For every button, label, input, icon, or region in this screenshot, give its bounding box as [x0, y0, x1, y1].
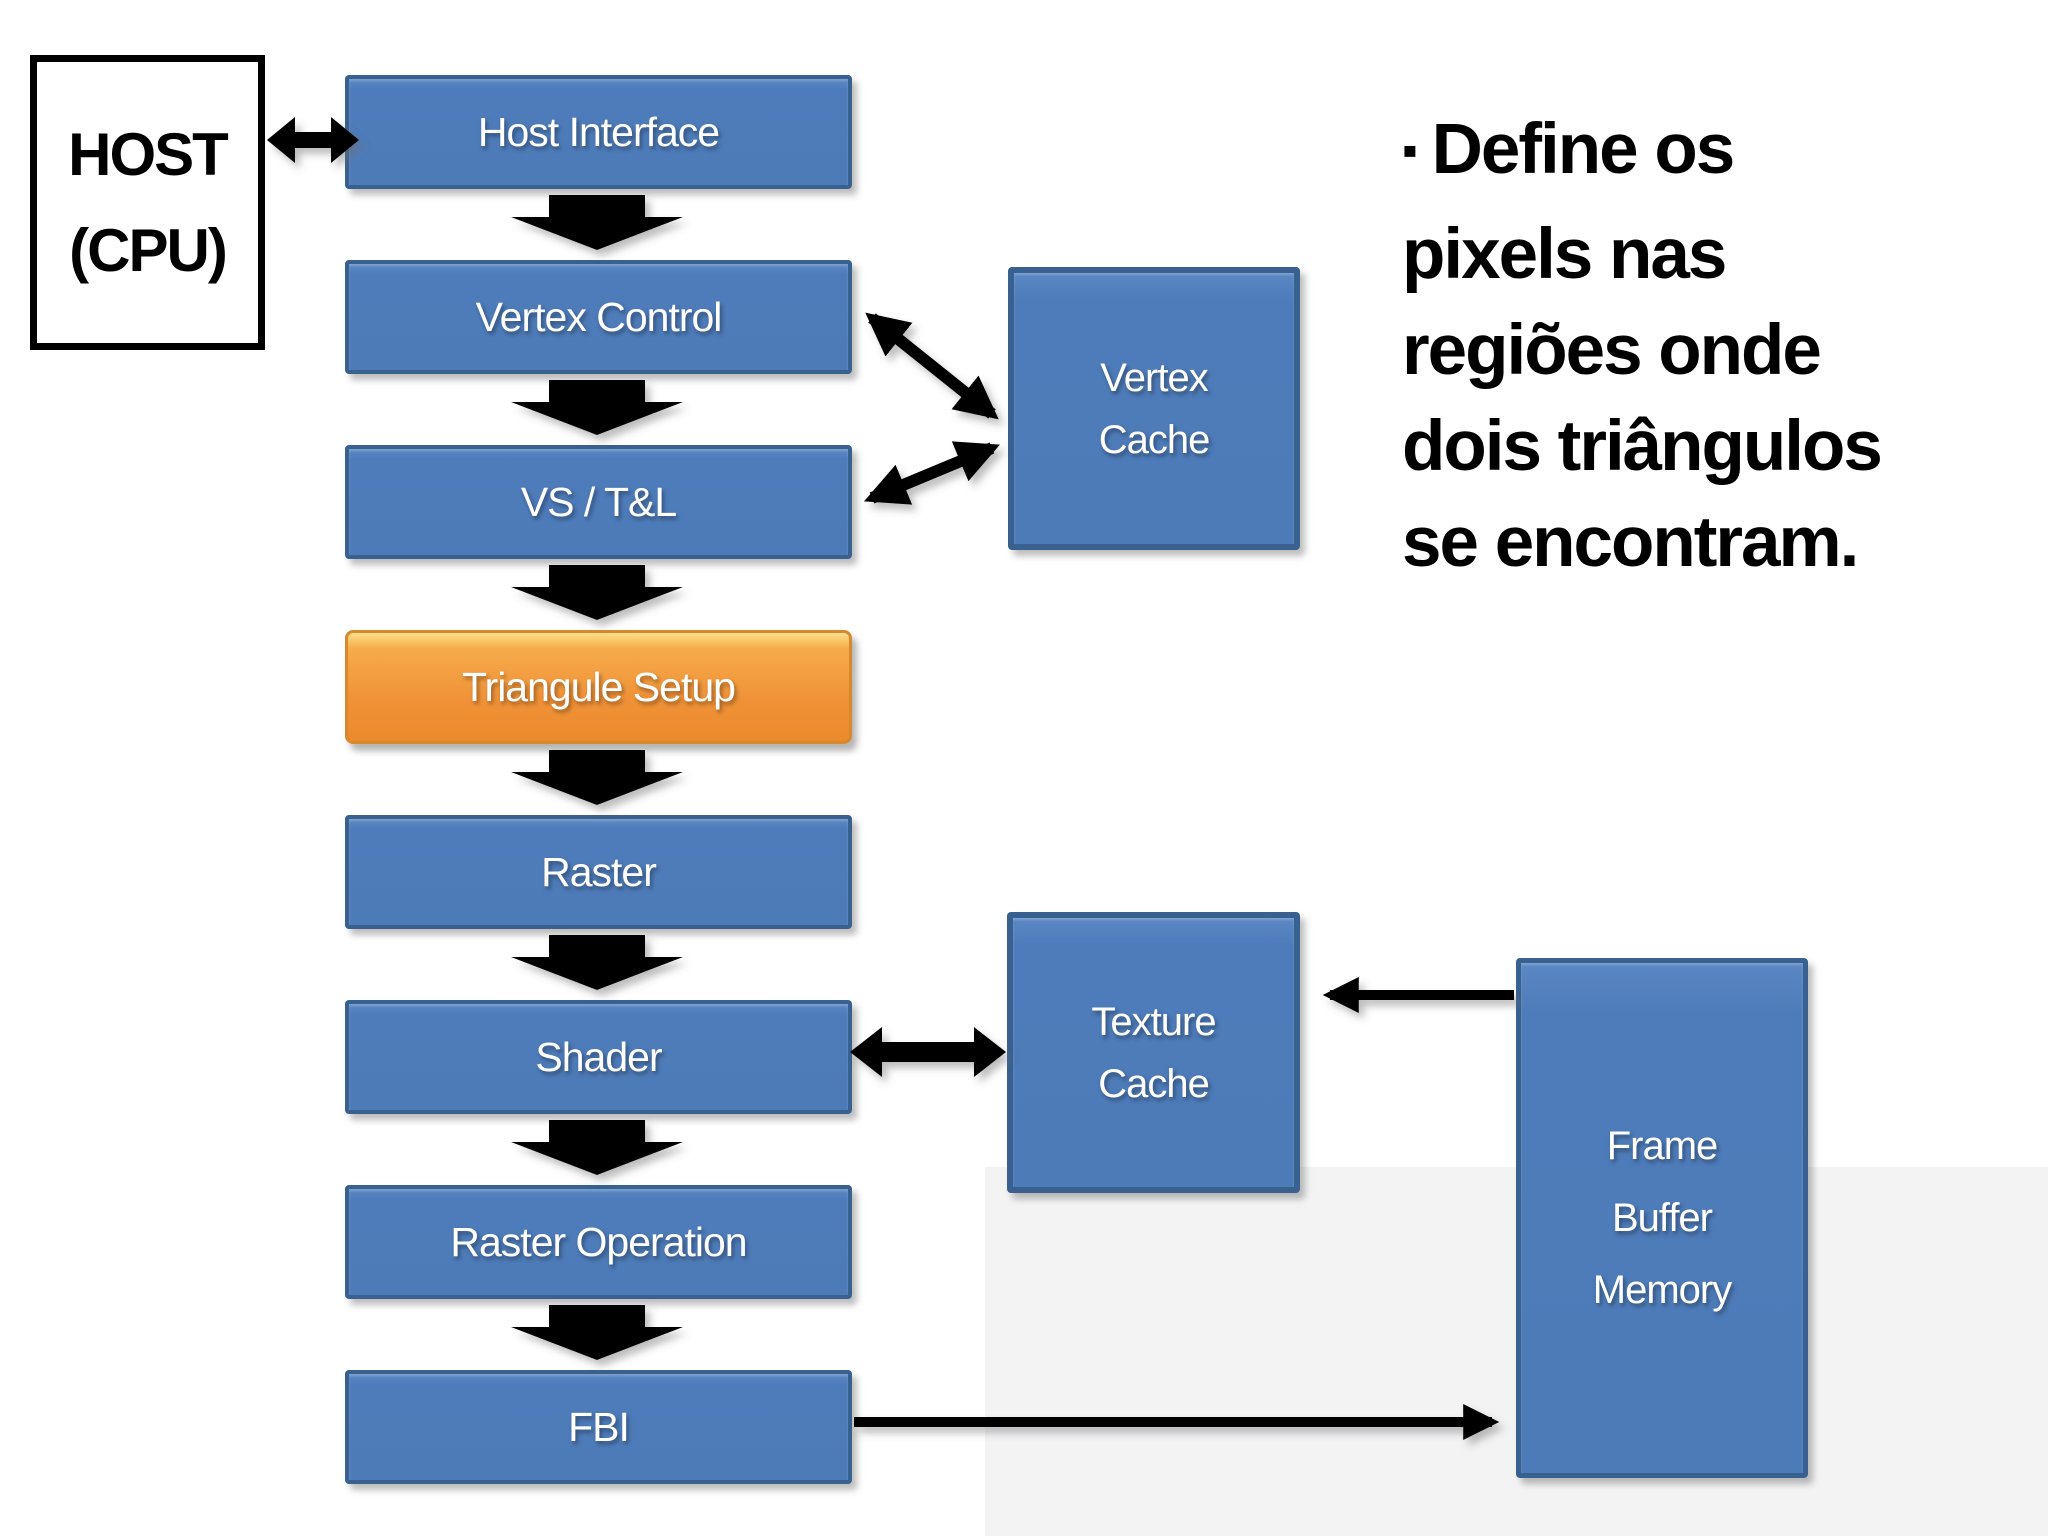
box-vertex-cache: Vertex Cache	[1008, 267, 1300, 550]
note-line-4: dois triângulos	[1402, 407, 1883, 486]
arrow-down-6	[511, 1120, 683, 1175]
box-label: VS / T&L	[520, 478, 677, 525]
box-label: Shader	[535, 1033, 662, 1080]
arrow-down-3	[511, 565, 683, 620]
box-fbi: FBI	[345, 1370, 852, 1484]
box-label-line: Frame	[1606, 1124, 1719, 1168]
box-label: Raster Operation	[450, 1218, 747, 1265]
box-label: Raster	[541, 848, 657, 895]
box-texture-cache: Texture Cache	[1007, 912, 1300, 1193]
box-shader: Shader	[345, 1000, 852, 1114]
box-label-line: Cache	[1098, 417, 1211, 462]
note-text: Define os	[1431, 110, 1736, 189]
note-line-1: ▪ Define os	[1402, 102, 2032, 207]
box-label-line: Cache	[1098, 1061, 1210, 1106]
arrow-down-4	[511, 750, 683, 805]
box-triangule-setup: Triangule Setup	[345, 630, 852, 744]
box-raster: Raster	[345, 815, 852, 929]
box-label-line: Texture	[1091, 999, 1216, 1044]
arrow-down-7	[511, 1305, 683, 1360]
arrow-shader-texture-cache	[850, 1027, 1006, 1077]
note-line-5: se encontram.	[1402, 503, 1859, 582]
box-host-interface: Host Interface	[345, 75, 852, 189]
note-line-3: regiões onde	[1402, 311, 1822, 390]
box-vs-tl: VS / T&L	[345, 445, 852, 559]
box-label: Triangule Setup	[462, 663, 736, 710]
box-host-cpu: HOST (CPU)	[30, 55, 265, 350]
box-label-line: Buffer	[1612, 1196, 1713, 1240]
arrow-down-1	[511, 195, 683, 250]
box-label-line: Vertex	[1100, 355, 1208, 400]
box-frame-buffer-memory: Frame Buffer Memory	[1516, 958, 1808, 1478]
bullet-square-icon: ▪	[1402, 126, 1418, 175]
box-label: FBI	[568, 1403, 630, 1450]
host-cpu-label-line1: HOST	[68, 120, 229, 188]
box-label: Host Interface	[477, 108, 720, 155]
box-vertex-control: Vertex Control	[345, 260, 852, 374]
arrow-vstl-cache	[864, 441, 1000, 505]
box-label-line: Memory	[1592, 1268, 1732, 1312]
arrow-down-2	[511, 380, 683, 435]
box-label: Vertex Control	[475, 293, 723, 340]
arrow-down-5	[511, 935, 683, 990]
note-line-2: pixels nas	[1402, 215, 1727, 294]
box-raster-operation: Raster Operation	[345, 1185, 852, 1299]
arrow-vertex-control-cache	[865, 312, 999, 420]
host-cpu-label-line2: (CPU)	[69, 216, 228, 284]
side-note: ▪ Define os pixels nas regiões onde dois …	[1402, 102, 2032, 591]
